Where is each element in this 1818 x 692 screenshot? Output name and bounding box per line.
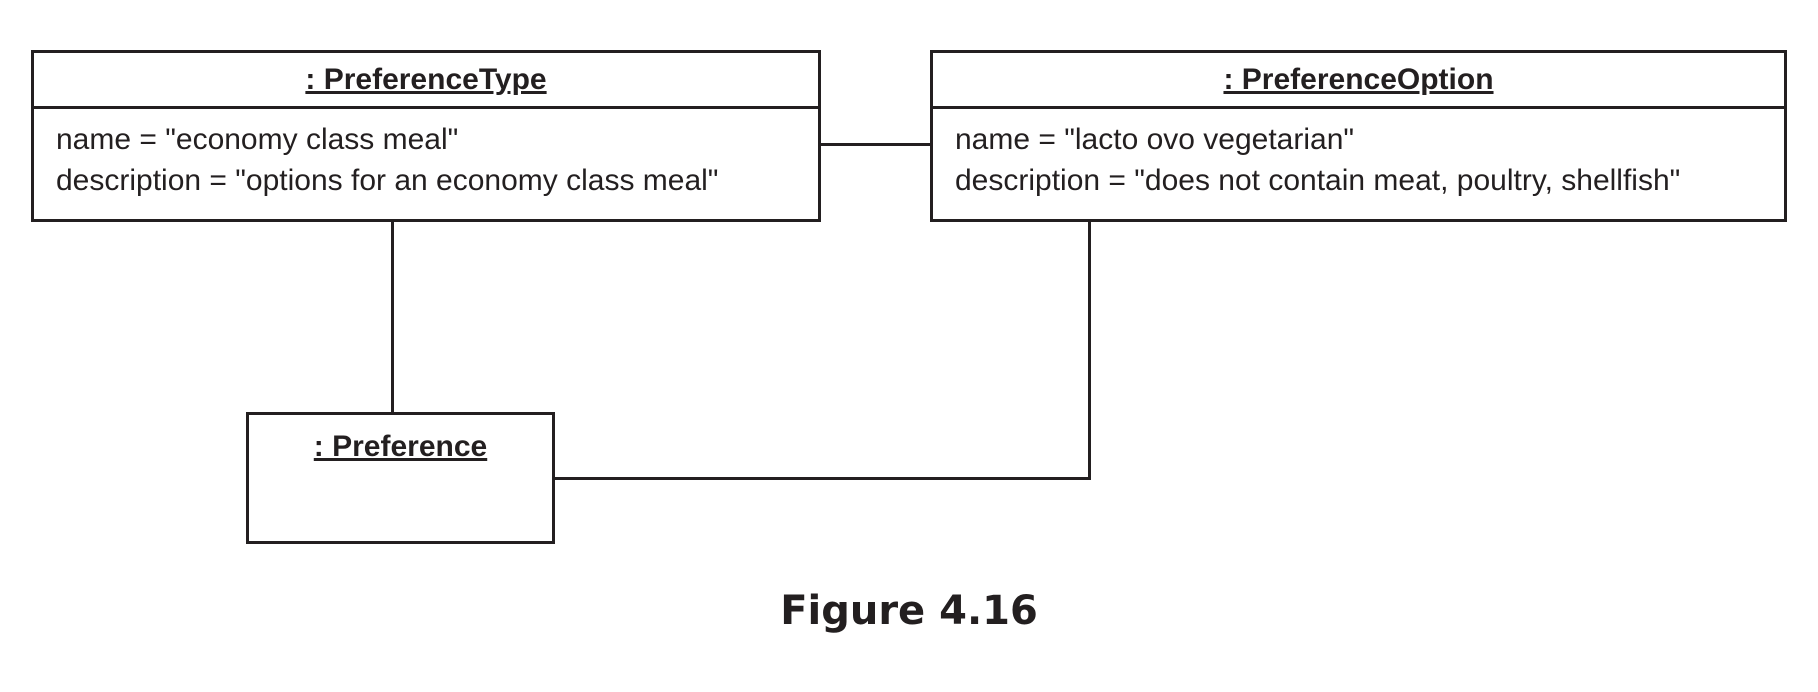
association-option-preference-horizontal: [555, 477, 1091, 480]
figure-caption: Figure 4.16: [780, 588, 1038, 634]
preference-option-name-attr: name = "lacto ovo vegetarian": [955, 123, 1355, 156]
preference-type-name-attr: name = "economy class meal": [56, 123, 459, 156]
association-type-preference: [391, 222, 394, 412]
preference-type-attributes: name = "economy class meal" description …: [34, 109, 818, 201]
preference-option-object: : PreferenceOption name = "lacto ovo veg…: [930, 50, 1787, 222]
association-type-option: [821, 143, 930, 146]
preference-type-object: : PreferenceType name = "economy class m…: [31, 50, 821, 222]
preference-option-attributes: name = "lacto ovo vegetarian" descriptio…: [933, 109, 1784, 201]
preference-title: : Preference: [313, 430, 488, 463]
preference-object: : Preference: [246, 412, 555, 544]
preference-type-description-attr: description = "options for an economy cl…: [56, 164, 719, 197]
preference-option-title: : PreferenceOption: [933, 53, 1784, 109]
association-option-preference-vertical: [1088, 222, 1091, 480]
preference-option-description-attr: description = "does not contain meat, po…: [955, 164, 1681, 197]
preference-type-title: : PreferenceType: [34, 53, 818, 109]
